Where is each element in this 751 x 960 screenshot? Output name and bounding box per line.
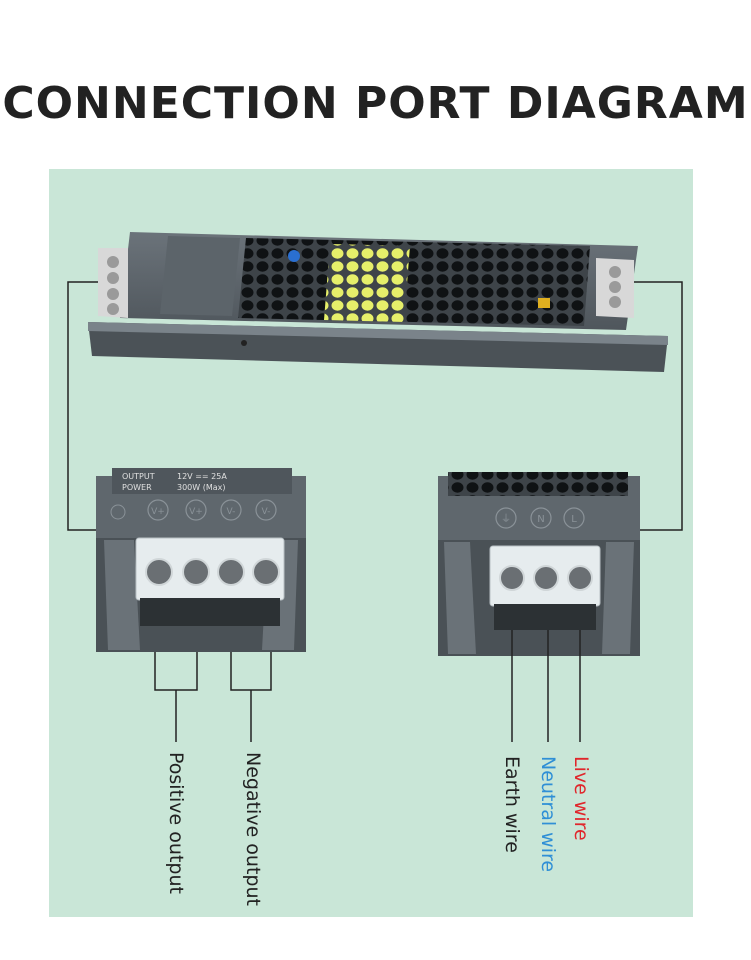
adjust-potentiometer	[288, 250, 300, 262]
label-negative-output: Negative output	[242, 752, 264, 906]
spec-label-power: POWER	[122, 483, 152, 492]
left-callout-line	[67, 281, 98, 531]
terminal-symbol-2: V+	[189, 507, 203, 517]
negative-bracket	[230, 652, 272, 691]
left-closeup: OUTPUT 12V == 25A POWER 300W (Max) V+ V+…	[96, 468, 306, 652]
power-supply-unit	[88, 232, 668, 372]
ac-terminal-block	[489, 545, 601, 630]
spec-label-output: OUTPUT	[122, 472, 155, 481]
terminal-symbol-neutral: N	[537, 514, 544, 525]
label-live-wire: Live wire	[570, 756, 592, 841]
right-closeup: ⏚ N L	[438, 472, 640, 656]
label-earth-wire: Earth wire	[501, 756, 523, 853]
led-indicator-area	[324, 244, 410, 322]
terminal-symbol-4: V-	[262, 507, 271, 517]
label-neutral-wire: Neutral wire	[537, 756, 559, 873]
spec-value-power: 300W (Max)	[177, 483, 226, 492]
terminal-symbol-row-left: V+ V+ V- V-	[147, 499, 277, 521]
label-positive-output: Positive output	[165, 752, 187, 894]
page-title: CONNECTION PORT DIAGRAM	[2, 78, 749, 129]
terminal-symbol-row-right: ⏚ N L	[495, 507, 585, 529]
terminal-symbol-earth: ⏚	[501, 513, 511, 525]
terminal-symbol-live: L	[571, 514, 577, 525]
terminal-symbol-3: V-	[227, 507, 236, 517]
callout-lines	[67, 281, 683, 742]
positive-bracket	[154, 652, 198, 691]
dc-terminal-block	[135, 537, 285, 626]
terminal-symbol-1: V+	[151, 507, 165, 517]
spec-value-output: 12V == 25A	[177, 472, 227, 481]
label-plate	[160, 236, 240, 316]
right-callout-line	[634, 281, 683, 531]
